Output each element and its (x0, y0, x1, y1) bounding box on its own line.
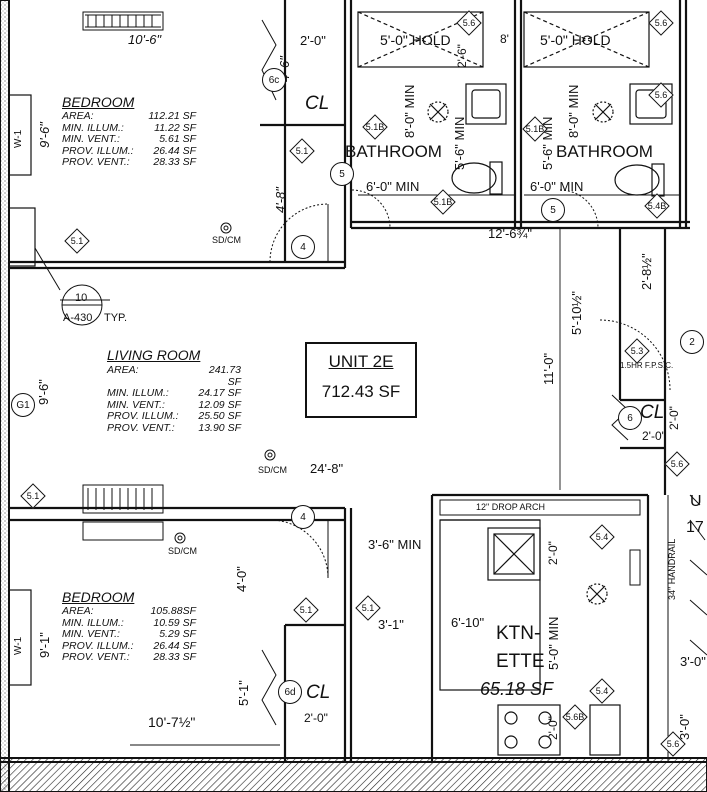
unit-name: UNIT 2E (328, 352, 394, 371)
closet-bottom-label: CL (306, 682, 331, 703)
west-windows (8, 94, 36, 686)
west-wall (0, 0, 10, 792)
tag-circle-6c: 6c (262, 68, 286, 92)
bedroom-top-height: 9'-6" (37, 122, 52, 148)
callout-suffix: TYP. (104, 312, 128, 324)
tag-circle-5b: 5 (541, 198, 565, 222)
closet-right-label: CL (640, 402, 665, 423)
closet-bottom-dim: 2'-0" (304, 711, 328, 725)
interior-walls (9, 0, 690, 762)
tag-circle-6d: 6d (278, 680, 302, 704)
tag-circle-6: 6 (618, 406, 642, 430)
bedroom-top-stats: AREA:112.21 SF MIN. ILLUM.:11.22 SF MIN.… (62, 110, 196, 168)
ktn-cab2: 2'-0" (546, 716, 560, 740)
bath-right-min-w: 6'-0" MIN (530, 179, 584, 194)
living-width: 24'-8" (310, 461, 344, 476)
bath-left-hold: 5'-0" HOLD (380, 32, 451, 48)
south-wall (0, 757, 707, 792)
living-title: LIVING ROOM (107, 347, 201, 363)
corridor-dim-3: 2'-8½" (639, 253, 654, 290)
corridor-dim-2: 5'-10½" (569, 291, 584, 335)
bedroom-top-title: BEDROOM (62, 94, 135, 110)
bedroom-top-sd: SD/CM (212, 235, 241, 245)
unit-area: 712.43 SF (321, 382, 401, 401)
closet-right-dim: 2'-0" (642, 429, 666, 443)
corridor-partial-2: 17 (686, 519, 704, 536)
tag-circle-2: 2 (680, 330, 704, 354)
door-swings (269, 189, 671, 579)
bath-left-title: BATHROOM (345, 142, 442, 161)
bath-left-min-w: 6'-0" MIN (366, 179, 420, 194)
corridor-fpsc: 1.5HR F.P.S.C. (620, 361, 674, 370)
closet-right-dim2: 2'-0" (667, 406, 681, 430)
bedroom-top-door-dim: 4'-8" (273, 187, 288, 213)
grid-tag-g1: G1 (11, 393, 35, 417)
ktn-area: 65.18 SF (480, 679, 554, 699)
bath-left-min-h: 8'-0" MIN (402, 84, 417, 138)
bottom-bedroom-radiator (82, 484, 164, 541)
bedroom-bottom-sd: SD/CM (168, 546, 197, 556)
tag-circle-4: 4 (291, 235, 315, 259)
stair-right (629, 494, 707, 762)
ktn-min-h: 5'-0" MIN (546, 616, 561, 670)
bath-left-min-h2: 5'-6" MIN (452, 116, 467, 170)
living-sd: SD/CM (258, 465, 287, 475)
bath-right-title: BATHROOM (556, 142, 653, 161)
bath-hold-mark-2: 2'-6" (455, 44, 469, 68)
window-tag-w1b: W-1 (13, 636, 24, 655)
unit-label-box: UNIT 2E 712.43 SF (305, 342, 417, 418)
callout-leader (34, 247, 110, 326)
closet-top-dim: 2'-0" (300, 33, 326, 48)
living-stats: AREA:241.73 SF MIN. ILLUM.:24.17 SF MIN.… (107, 364, 241, 434)
ktn-dim: 3'-1" (378, 617, 404, 632)
kitchenette-fixtures (439, 519, 621, 756)
ktn-width: 6'-10" (451, 615, 485, 630)
top-bedroom-radiator (82, 11, 164, 31)
ktn-title-2: ETTE (496, 651, 545, 672)
bedroom-bottom-stats: AREA:105.88SF MIN. ILLUM.:10.59 SF MIN. … (62, 605, 196, 663)
corridor-dim-1: 12'-6¾" (488, 226, 532, 241)
ktn-title-1: KTN- (496, 623, 541, 644)
living-arch (439, 499, 641, 516)
ktn-drop-arch: 12" DROP ARCH (476, 502, 546, 512)
dimension-lines (130, 194, 680, 746)
window-tag-w1a: W-1 (13, 129, 24, 148)
corridor-dim-4: 3'-0" (680, 654, 706, 669)
bath-right-min-h: 8'-0" MIN (566, 84, 581, 138)
bedroom-bottom-door-dim: 4'-0" (234, 566, 249, 592)
bedroom-bottom-height: 9'-1" (37, 632, 52, 658)
bedroom-bottom-title: BEDROOM (62, 589, 135, 605)
closet-top-label: CL (305, 93, 330, 114)
callout-num: 10 (75, 292, 88, 304)
bedroom-top-width: 10'-6" (128, 32, 162, 47)
smoke-detectors (174, 222, 276, 544)
living-height: 9'-6" (36, 379, 51, 405)
tag-circle-4b: 4 (291, 505, 315, 529)
ktn-cab: 2'-0" (546, 541, 560, 565)
bath-right-hold: 5'-0" HOLD (540, 32, 611, 48)
living-depth: 11'-0" (541, 352, 556, 385)
bedroom-bottom-width: 10'-7½" (148, 714, 196, 730)
bedroom-bottom-closet-dim: 5'-1" (236, 680, 251, 706)
corridor-partial: U (690, 493, 702, 510)
bath-hold-mark: 8' (500, 32, 509, 46)
callout-ref: A-430 (63, 312, 93, 324)
ktn-min-w: 3'-6" MIN (368, 537, 422, 552)
bathroom-right-fixtures (523, 11, 673, 197)
corridor-handrail: 34" HANDRAIL (667, 538, 677, 600)
tag-circle-5: 5 (330, 162, 354, 186)
